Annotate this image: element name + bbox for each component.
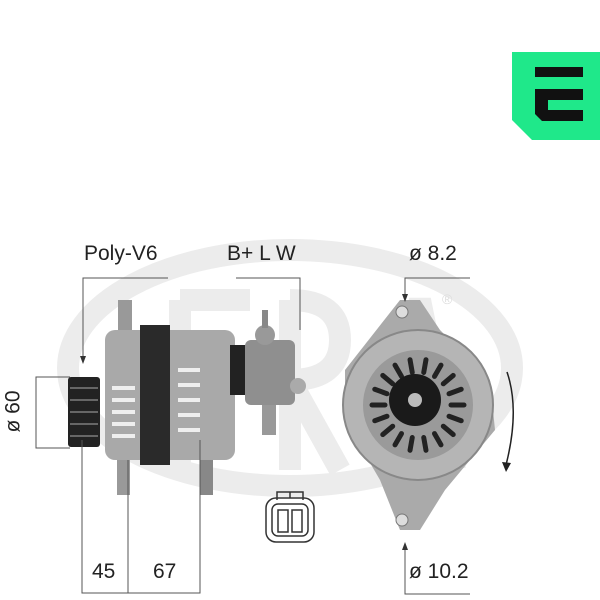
fan-slot — [446, 413, 464, 424]
alternator-front-view — [342, 300, 495, 530]
fan-slot — [421, 357, 429, 376]
length-rear-label: 67 — [153, 560, 177, 583]
fan-slot — [392, 431, 404, 448]
length-front-label: 45 — [92, 560, 116, 583]
fan-slot — [392, 362, 404, 379]
top-hole-diameter-label: ø 8.2 — [409, 242, 457, 265]
fan-slot — [446, 386, 464, 397]
pulley-diameter-label: ø 60 — [1, 390, 25, 433]
fan-slot — [380, 372, 396, 387]
connector-icon — [265, 491, 315, 543]
fan-slot — [432, 431, 444, 448]
fan-slot — [432, 362, 444, 379]
dimension-lines — [35, 277, 470, 595]
connector-label: B+ L W — [227, 242, 296, 265]
brand-logo — [512, 52, 600, 140]
fan-slot — [407, 357, 415, 376]
fan-slot — [372, 413, 390, 424]
pulley-type-label: Poly-V6 — [84, 242, 158, 265]
bottom-hole-diameter-label: ø 10.2 — [409, 560, 469, 583]
fan-slot — [372, 386, 390, 397]
alternator-side-view — [68, 300, 306, 495]
fan-slot — [407, 434, 415, 453]
fan-slot — [440, 372, 456, 387]
registered-mark: ® — [442, 291, 453, 307]
fan-slot — [380, 423, 396, 438]
fan-slot — [421, 434, 429, 453]
fan-slot — [440, 423, 456, 438]
rotation-arrow-icon — [505, 371, 514, 466]
